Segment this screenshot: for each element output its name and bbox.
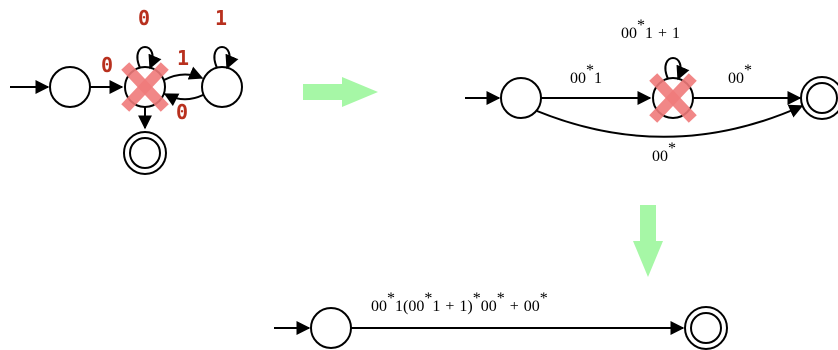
edge-center-to-right	[163, 66, 204, 81]
start-state	[500, 77, 542, 119]
label-edge-mid-to-final: 00*	[728, 62, 752, 87]
edge-right-to-center	[163, 93, 204, 107]
label-self-loop-center: 0	[138, 6, 150, 30]
diagram-after-first-elimination: 00*1+1 00*1 00* 00*	[465, 17, 838, 165]
right-state	[201, 66, 243, 108]
label-edge-start-to-final: 00*	[652, 140, 676, 165]
start-state	[49, 66, 91, 108]
label-edge-start-to-mid: 00*1	[570, 62, 602, 87]
start-state	[310, 307, 352, 349]
self-loop-mid	[664, 57, 690, 81]
diagram-original-automaton: 0 1 0 1 0	[10, 6, 243, 175]
transform-arrow-down	[633, 205, 663, 277]
label-regular-expression: 00*1(00*1+1)*00*+00*	[371, 290, 548, 315]
self-loop-center	[136, 46, 162, 70]
self-loop-right	[213, 46, 239, 70]
edge-start-to-final	[536, 104, 804, 138]
label-edge-start-to-center: 0	[101, 53, 113, 77]
transform-arrow-right	[303, 77, 378, 107]
label-edge-right-to-center: 0	[176, 100, 188, 124]
final-state-inner-ring	[129, 137, 161, 169]
label-self-loop-right: 1	[215, 6, 227, 30]
diagram-final-regex: 00*1(00*1+1)*00*+00*	[274, 290, 728, 350]
final-state-inner-ring	[806, 82, 838, 114]
label-edge-center-to-right: 1	[177, 46, 189, 70]
eliminate-x-mark	[121, 62, 169, 112]
eliminate-x-mark	[649, 73, 697, 123]
final-state-inner-ring	[690, 312, 722, 344]
label-self-loop-mid: 00*1+1	[621, 17, 680, 42]
